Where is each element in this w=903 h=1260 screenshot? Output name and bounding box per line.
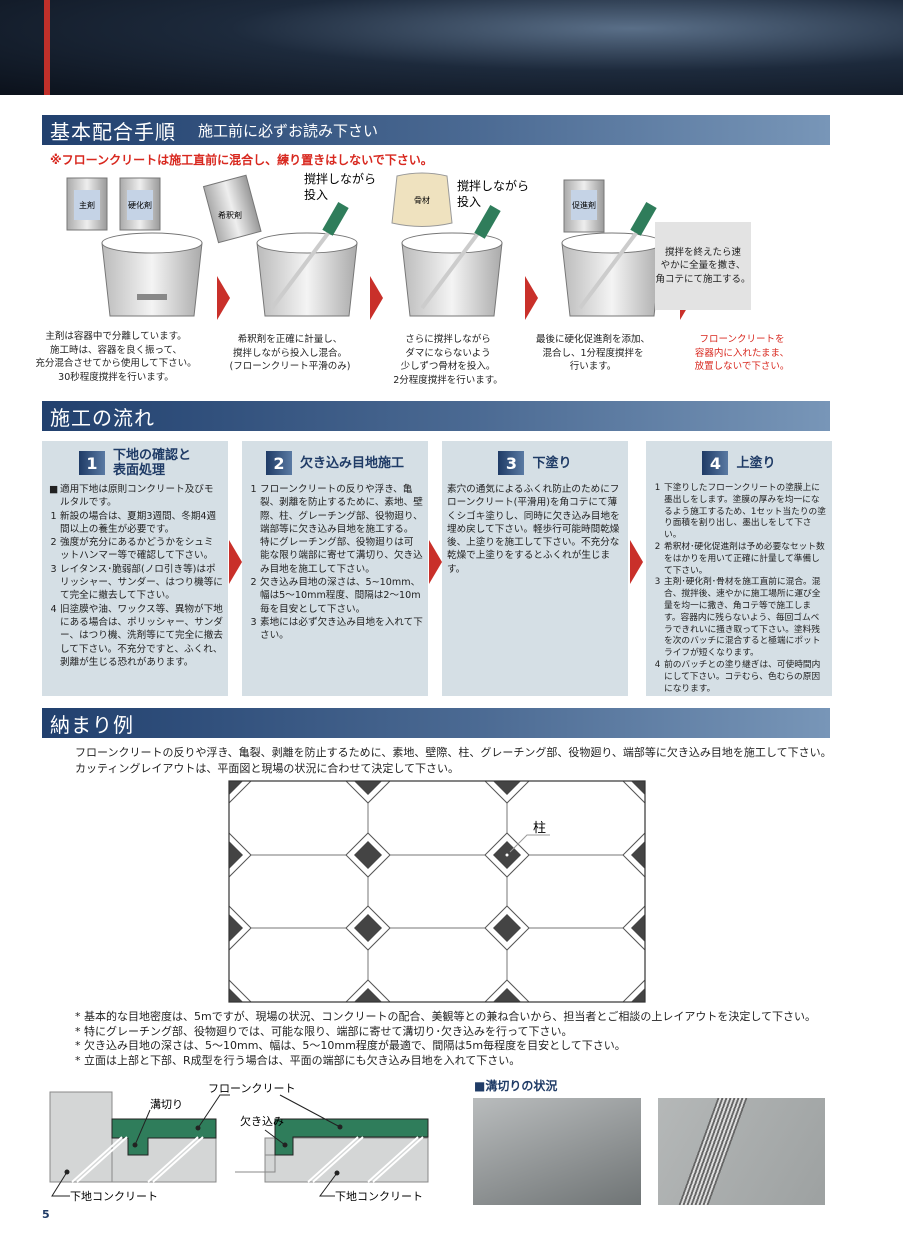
arrow-right-icon bbox=[630, 540, 643, 584]
step-title: 下塗り bbox=[532, 455, 572, 471]
stir-label: 投入 bbox=[457, 194, 481, 209]
pillar-mark bbox=[493, 781, 521, 795]
pillar-mark bbox=[354, 988, 382, 1002]
step-title: 上塗り bbox=[736, 455, 776, 471]
step-title: 下地の確認と表面処理 bbox=[112, 448, 191, 478]
pillar-mark bbox=[229, 841, 243, 869]
can-icon bbox=[119, 177, 161, 231]
joint-layout-plan: 柱 bbox=[228, 780, 646, 1003]
label-aggregate: 骨材 bbox=[414, 195, 430, 205]
section-title: 納まり例 bbox=[50, 712, 134, 737]
page-number: 5 bbox=[42, 1208, 50, 1221]
photo-grooving-worker bbox=[473, 1098, 641, 1205]
bucket-icon bbox=[256, 232, 358, 317]
pillar-mark bbox=[229, 988, 243, 1002]
pillar-mark bbox=[493, 988, 521, 1002]
label-floncrete: フローンクリート bbox=[208, 1082, 295, 1095]
step-number: 4 bbox=[702, 451, 729, 475]
pillar-mark bbox=[354, 841, 382, 869]
pillar-mark bbox=[493, 914, 521, 942]
label-notch: 欠き込み bbox=[240, 1114, 284, 1128]
mix-warning: ※フローンクリートは施工直前に混合し、練り置きはしないで下さい。 bbox=[50, 153, 433, 167]
final-step-box: 撹拌を終えたら速やかに全量を撒き、角コテにて施工する。 bbox=[655, 222, 751, 310]
section-title: 施工の流れ bbox=[50, 405, 155, 430]
detail-intro: フローンクリートの反りや浮き、亀裂、剥離を防止するために、素地、壁際、柱、グレー… bbox=[75, 746, 832, 775]
step-title: 欠き込み目地施工 bbox=[299, 455, 404, 471]
step-number: 1 bbox=[78, 451, 105, 475]
section-diagram: 溝切り フローンクリート 欠き込み 下地コンクリート 下地コンクリート bbox=[49, 1082, 429, 1203]
joint-diamond bbox=[622, 979, 645, 1002]
step-number: 2 bbox=[265, 451, 292, 475]
caption-step-4: 最後に硬化促進剤を添加、混合し、1分程度撹拌を行います。 bbox=[535, 334, 650, 372]
mixer-icon bbox=[270, 226, 642, 310]
pillar-mark bbox=[631, 781, 645, 795]
pillar-label: 柱 bbox=[533, 821, 546, 836]
pillar-mark bbox=[354, 914, 382, 942]
caption-step-2: 希釈剤を正確に計量し、撹拌しながら投入し混合。(フローンクリート平滑のみ) bbox=[229, 334, 351, 372]
bucket-icon bbox=[561, 232, 663, 317]
section-header-detail: 納まり例 bbox=[42, 708, 830, 738]
pillar-mark bbox=[229, 781, 243, 795]
bag-icon bbox=[391, 172, 453, 227]
caption-step-1: 主剤は容器中で分離しています。施工時は、容器を良く振って、充分混合させてから使用… bbox=[35, 331, 197, 383]
bucket-icon bbox=[401, 232, 503, 317]
pillar-mark bbox=[631, 914, 645, 942]
list-item: 素穴の通気によるふくれ防止のためにフローンクリート(平滑用)を角コテにて薄くシゴ… bbox=[447, 484, 620, 575]
stir-label: 投入 bbox=[304, 187, 328, 202]
label-accelerator: 促進剤 bbox=[572, 200, 596, 210]
flow-panel-3: 3 下塗り素穴の通気によるふくれ防止のためにフローンクリート(平滑用)を角コテにて… bbox=[442, 441, 628, 696]
section-header-flow: 施工の流れ bbox=[42, 401, 830, 431]
section-subtitle: 施工前に必ずお読み下さい bbox=[198, 121, 379, 140]
photo-grating-groove bbox=[658, 1098, 825, 1205]
pillar-mark bbox=[354, 781, 382, 795]
can-icon bbox=[202, 174, 262, 244]
list-item: ■適用下地は原則コンクリート及びモルタルです。 bbox=[48, 484, 214, 509]
photo-title: ■溝切りの状況 bbox=[474, 1079, 558, 1093]
step-number: 3 bbox=[498, 451, 525, 475]
stir-label: 撹拌しながら bbox=[304, 171, 376, 186]
pillar-mark bbox=[229, 914, 243, 942]
label-base: 下地コンクリート bbox=[335, 1190, 423, 1203]
arrow-right-icon bbox=[229, 540, 242, 584]
arrow-right-icon bbox=[429, 540, 442, 584]
label-main: 主剤 bbox=[79, 200, 95, 210]
header-banner-image bbox=[0, 0, 903, 95]
stir-label: 撹拌しながら bbox=[457, 178, 529, 193]
label-base: 下地コンクリート bbox=[70, 1190, 158, 1203]
section-header-mix: 基本配合手順 施工前に必ずお読み下さい bbox=[42, 115, 830, 145]
pillar-mark bbox=[631, 988, 645, 1002]
label-groove: 溝切り bbox=[150, 1098, 183, 1111]
label-diluent: 希釈剤 bbox=[218, 210, 242, 220]
caption-step-5: フローンクリートを容器内に入れたまま、放置しないで下さい。 bbox=[694, 334, 790, 372]
caption-step-3: さらに撹拌しながらダマにならないよう少しずつ骨材を投入。2分程度撹拌を行います。 bbox=[393, 334, 503, 386]
label-hardener: 硬化剤 bbox=[128, 200, 152, 210]
joint-diamond bbox=[622, 781, 645, 804]
bucket-icon bbox=[101, 232, 203, 317]
detail-notes: * 基本的な目地密度は、5mですが、現場の状況、コンクリートの配合、美観等との兼… bbox=[75, 1010, 817, 1067]
section-title: 基本配合手順 bbox=[50, 119, 176, 144]
pillar-mark bbox=[631, 841, 645, 869]
